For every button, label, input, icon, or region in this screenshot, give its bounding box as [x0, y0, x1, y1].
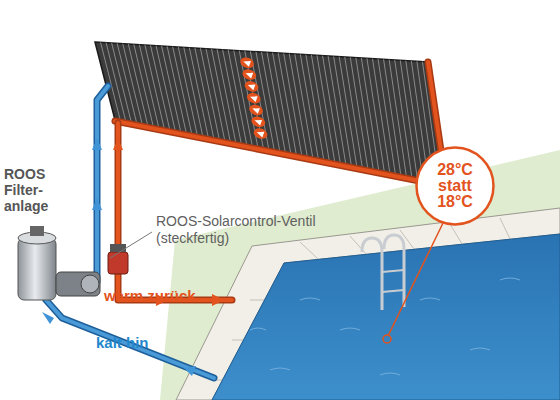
collector-strip [367, 58, 385, 173]
collector-strip [178, 47, 197, 136]
collector-strip [317, 55, 335, 163]
lawn [160, 150, 560, 400]
flow-markers [239, 56, 269, 141]
filter-unit [18, 226, 100, 300]
pool-deck [176, 208, 560, 400]
collector-strip [389, 60, 406, 178]
badge-circle [417, 148, 494, 225]
collector-strip [162, 46, 181, 133]
flow-dot [239, 56, 256, 70]
collector-strip [200, 48, 219, 140]
collector-strip [167, 46, 186, 134]
collector-strip [289, 54, 307, 158]
collector-strip [378, 59, 395, 175]
collector-strip [284, 53, 302, 156]
collector-strip [128, 44, 148, 127]
temperature-text: 28°C statt 18°C [430, 162, 480, 210]
collector-strip [134, 44, 154, 127]
flow-dot [243, 79, 260, 93]
collector-strip [173, 47, 192, 136]
filter-label: ROOS Filter- anlage [4, 166, 60, 214]
flow-marker [241, 67, 258, 81]
collector-strip [212, 49, 231, 143]
collector-strip [145, 45, 165, 130]
flow-dot [252, 126, 269, 140]
collector-strip [139, 45, 159, 129]
collector-strip [151, 45, 171, 130]
collector-strip [361, 58, 379, 172]
flow-dot [246, 91, 263, 105]
leader-end [383, 335, 391, 343]
flow-arrow [245, 70, 254, 78]
collector-strip [400, 60, 417, 179]
flow-arrow [247, 82, 256, 90]
collector-strip [373, 59, 391, 175]
collector-strip [306, 55, 324, 162]
water-ripples [250, 278, 520, 375]
collector-strip [350, 57, 368, 169]
valve-leader [110, 232, 152, 258]
collector-strip [323, 56, 341, 165]
collector-strip [106, 43, 126, 123]
collector-strip [189, 48, 208, 139]
collector-strip [195, 48, 214, 140]
collector-strip [295, 54, 313, 159]
flow-arrow [251, 106, 260, 114]
collector-strip [278, 53, 296, 156]
solar-collector [95, 42, 445, 185]
flow-arrow [242, 59, 251, 67]
collector-strip [101, 42, 121, 121]
flow-marker [246, 91, 263, 105]
flow-arrow [256, 129, 265, 137]
collector-strip [217, 49, 236, 143]
flow-marker [250, 115, 267, 129]
collector-strip [112, 43, 132, 123]
flow-marker [243, 79, 260, 93]
collector-strip [117, 43, 137, 124]
cold-arrows [42, 138, 196, 376]
collector-strip [156, 46, 175, 132]
collector-strip [300, 54, 318, 160]
flow-arrow [249, 94, 258, 102]
temperature-leader [388, 221, 444, 336]
supply-label: kalt hin [96, 334, 186, 351]
collector-strip [223, 50, 242, 145]
flow-dot [248, 103, 265, 117]
collector-strip [384, 59, 401, 176]
flow-dot [250, 115, 267, 129]
collector-strip [356, 58, 374, 171]
collector-strip [334, 56, 352, 166]
flow-dot [241, 67, 258, 81]
collector-strips [101, 42, 440, 184]
flow-marker [239, 56, 256, 70]
collector-strip [311, 55, 329, 162]
pool-water [212, 234, 560, 400]
collector-strip [206, 49, 225, 142]
collector-strip [267, 52, 285, 153]
collector-strip [328, 56, 346, 166]
pipes [46, 62, 446, 378]
collector-strip [406, 61, 423, 181]
return-label: warm zurück [104, 287, 214, 304]
collector-strip [273, 53, 291, 155]
temperature-badge: 28°C statt 18°C [415, 146, 495, 226]
pool-ladder [362, 235, 404, 310]
flow-arrow [253, 118, 262, 126]
valve-label: ROOS-Solarcontrol-Ventil (steckfertig) [156, 213, 346, 247]
collector-strip [123, 44, 143, 126]
collector-strip [395, 60, 412, 179]
flow-marker [248, 103, 265, 117]
collector-strip [339, 57, 357, 168]
collector-strip [345, 57, 363, 169]
flow-marker [252, 126, 269, 140]
collector-strip [184, 47, 203, 137]
